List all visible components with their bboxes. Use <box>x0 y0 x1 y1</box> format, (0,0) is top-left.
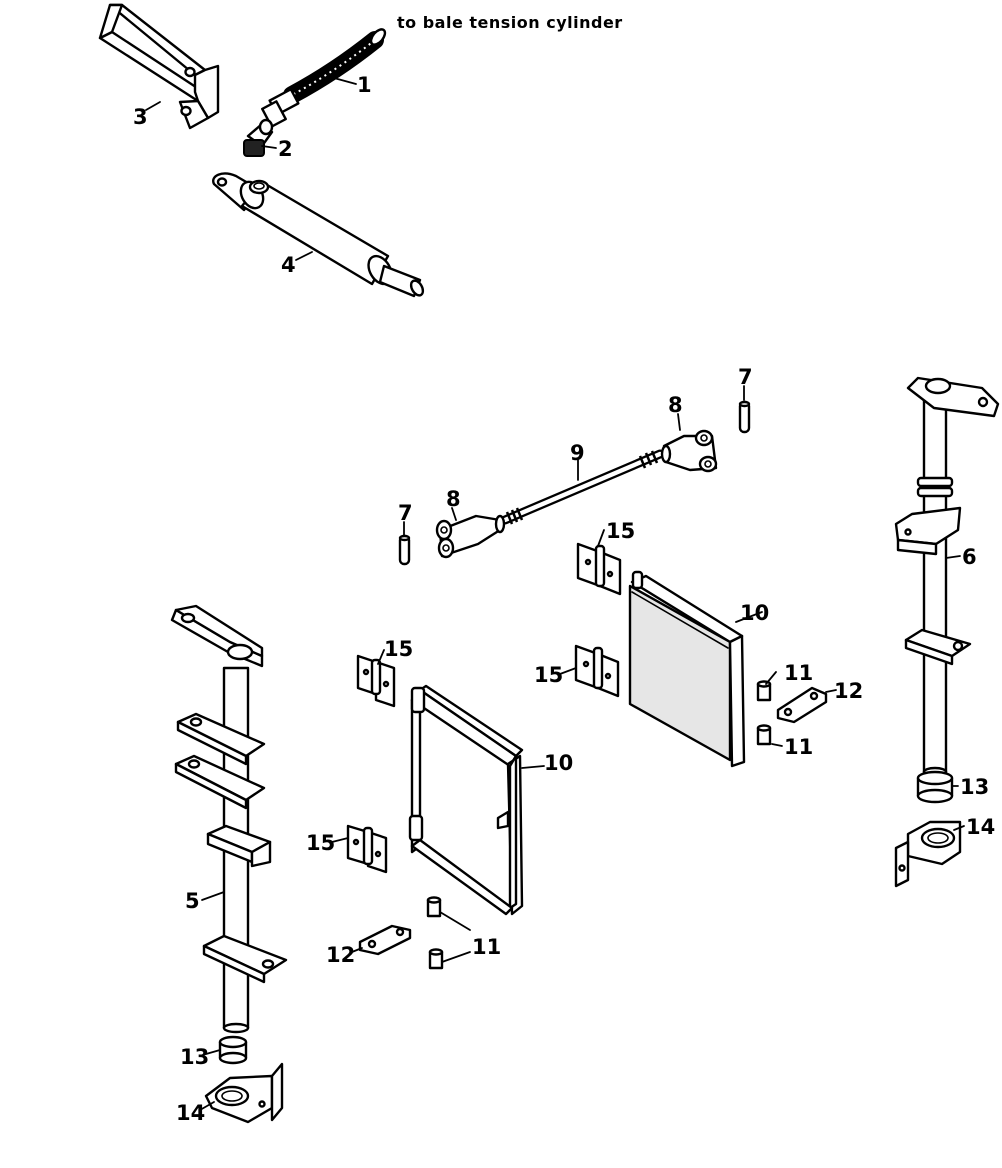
callout-6: 6 <box>962 545 977 569</box>
part-3-channel-bracket <box>98 3 220 130</box>
part-1-hydraulic-hose <box>261 28 387 128</box>
part-15-hinge-c <box>356 654 396 708</box>
part-13-bushing-left <box>218 1035 248 1065</box>
part-2-elbow-fitting <box>243 118 274 157</box>
callout-8-upper: 8 <box>668 393 683 417</box>
callout-8-lower: 8 <box>446 487 461 511</box>
callout-1: 1 <box>357 73 372 97</box>
part-11-bushing-c <box>426 896 442 918</box>
callout-5: 5 <box>185 889 200 913</box>
callout-11-b: 11 <box>784 735 813 759</box>
part-15-hinge-d <box>346 824 388 874</box>
part-8-clevis-upper <box>660 429 718 473</box>
part-11-bushing-b <box>756 724 772 746</box>
part-14-bearing-bracket-left <box>204 1062 284 1124</box>
part-13-bushing-right <box>916 770 954 804</box>
callout-13-right: 13 <box>960 775 989 799</box>
part-15-hinge-b <box>574 644 620 698</box>
callout-9: 9 <box>570 441 585 465</box>
part-14-bearing-bracket-right <box>894 820 962 888</box>
part-11-bushing-a <box>756 680 772 702</box>
callout-11-a: 11 <box>784 661 813 685</box>
callout-15-b: 15 <box>534 663 563 687</box>
part-12-link-plate-right <box>776 686 828 724</box>
part-11-bushing-d <box>428 948 444 970</box>
callout-15-d: 15 <box>306 831 335 855</box>
callout-14-right: 14 <box>966 815 995 839</box>
part-5-left-post <box>170 604 288 1034</box>
hose-caption: to bale tension cylinder <box>397 13 623 32</box>
part-4-hydraulic-cylinder <box>212 172 425 298</box>
part-12-link-plate-left <box>358 924 412 956</box>
callout-4: 4 <box>281 253 296 277</box>
callout-15-c: 15 <box>384 637 413 661</box>
part-10-door-left <box>408 684 524 916</box>
callout-10-right: 10 <box>740 601 769 625</box>
leader-lines <box>145 77 965 1111</box>
callout-13-left: 13 <box>180 1045 209 1069</box>
callout-15-a: 15 <box>606 519 635 543</box>
callout-12-left: 12 <box>326 943 355 967</box>
part-6-right-post <box>894 376 1000 778</box>
part-15-hinge-a <box>576 542 622 596</box>
part-8-clevis-lower <box>435 514 506 559</box>
part-7-pin-left <box>398 534 411 566</box>
part-9-tie-rod <box>500 449 665 525</box>
callout-7-right: 7 <box>738 365 753 389</box>
callout-12-right: 12 <box>834 679 863 703</box>
callout-3: 3 <box>133 105 148 129</box>
part-10-door-right <box>628 570 746 768</box>
part-7-pin-right <box>738 400 751 434</box>
callout-2: 2 <box>278 137 293 161</box>
callout-14-left: 14 <box>176 1101 205 1125</box>
callout-7-left: 7 <box>398 501 413 525</box>
callout-11-c: 11 <box>472 935 501 959</box>
callout-10-left: 10 <box>544 751 573 775</box>
